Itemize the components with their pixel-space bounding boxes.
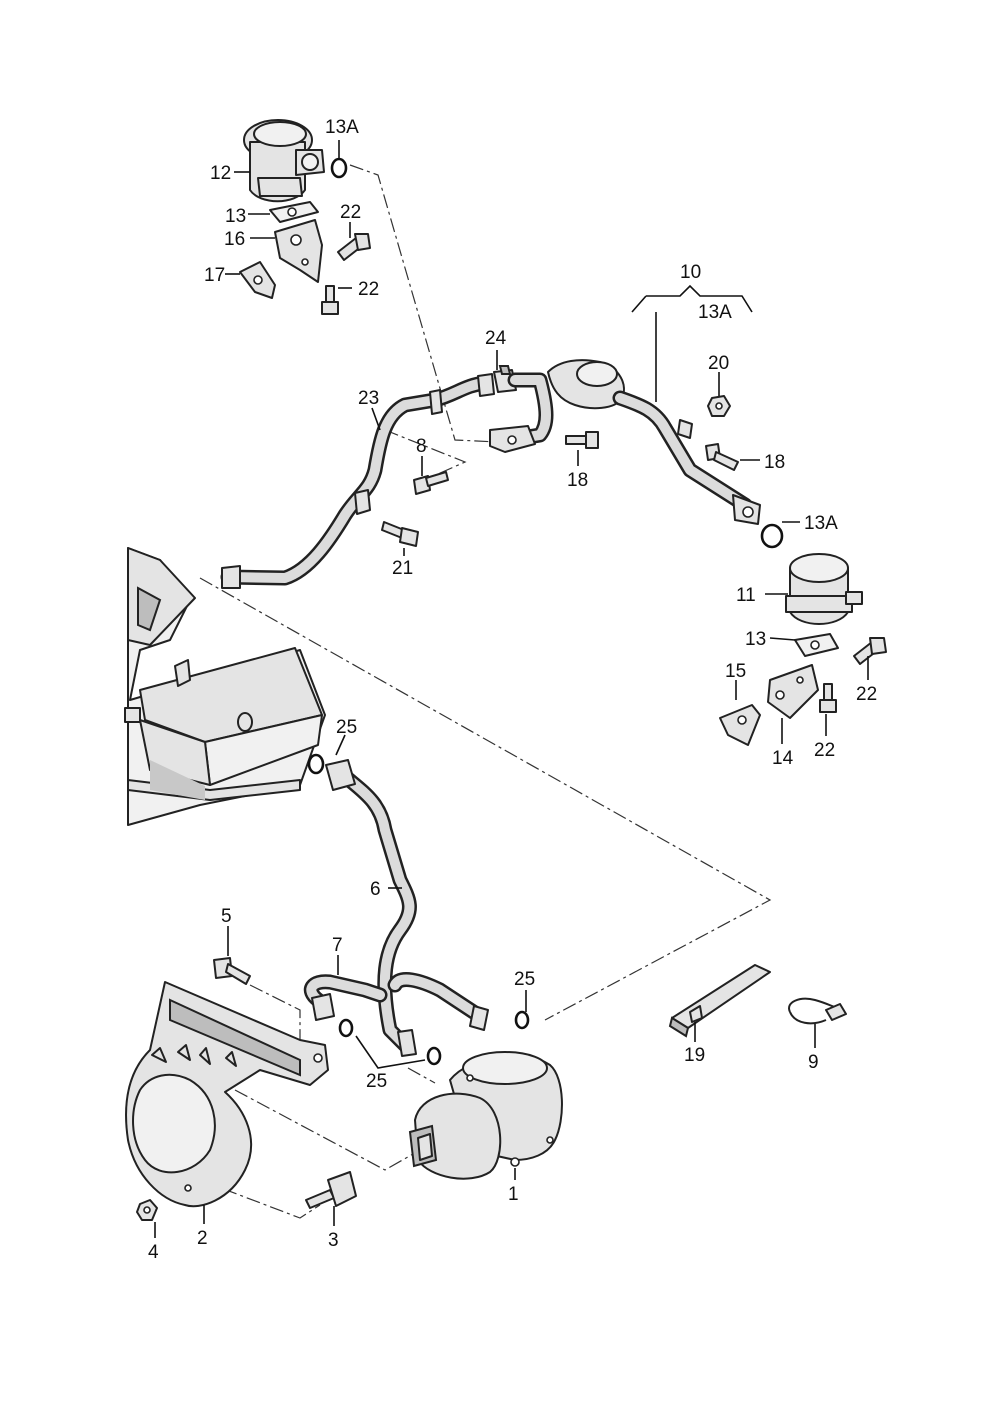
callout-21: 21 xyxy=(392,558,413,579)
callout-6: 6 xyxy=(370,879,381,900)
cable-tie-icon xyxy=(788,997,847,1025)
callout-15: 15 xyxy=(725,661,746,682)
gasket-icon xyxy=(794,633,839,657)
callout-18-right: 18 xyxy=(764,452,785,473)
secondary-air-pump-icon xyxy=(408,1051,563,1180)
callout-20: 20 xyxy=(708,353,729,374)
bolt-icon xyxy=(565,431,599,449)
o-ring-icon xyxy=(330,157,348,179)
bolt-icon xyxy=(321,285,339,315)
callout-25-top: 25 xyxy=(336,717,357,738)
hose-7 xyxy=(303,974,388,1021)
bolt-icon xyxy=(337,233,371,261)
callout-10: 10 xyxy=(680,262,701,283)
bracket-19-icon xyxy=(668,964,771,1038)
callout-1: 1 xyxy=(508,1184,519,1205)
callout-22-right2: 22 xyxy=(814,740,835,761)
gasket-17-icon xyxy=(239,261,276,299)
callout-19: 19 xyxy=(684,1045,705,1066)
callout-7: 7 xyxy=(332,935,343,956)
callout-18-mid: 18 xyxy=(567,470,588,491)
secondary-air-valve-icon xyxy=(785,553,863,625)
callout-12: 12 xyxy=(210,163,231,184)
callout-25-mid: 25 xyxy=(366,1071,387,1092)
bolt-icon xyxy=(213,957,251,985)
nut-icon xyxy=(136,1199,158,1221)
bolt-icon xyxy=(305,1171,357,1209)
o-ring-icon xyxy=(514,1010,530,1030)
bracket-icon xyxy=(767,664,819,719)
hose-6 xyxy=(325,759,489,1057)
callout-4: 4 xyxy=(148,1242,159,1263)
callout-13a-group: 13A xyxy=(698,302,732,323)
callout-25-bottom: 25 xyxy=(514,969,535,990)
secondary-air-valve-icon xyxy=(243,119,325,203)
air-intake-housing-icon xyxy=(124,547,326,826)
callout-22-right1: 22 xyxy=(856,684,877,705)
callout-23: 23 xyxy=(358,388,379,409)
o-ring-icon xyxy=(426,1046,442,1066)
callout-8: 8 xyxy=(416,436,427,457)
callout-11: 11 xyxy=(736,585,756,606)
gasket-15-icon xyxy=(719,704,761,746)
callout-16: 16 xyxy=(224,229,245,250)
o-ring-icon xyxy=(760,523,784,549)
callout-3: 3 xyxy=(328,1230,339,1251)
o-ring-icon xyxy=(338,1018,354,1038)
o-ring-icon xyxy=(307,753,325,775)
bolt-icon xyxy=(705,443,739,471)
callout-22-top2: 22 xyxy=(358,279,379,300)
callout-24: 24 xyxy=(485,328,507,349)
callout-2: 2 xyxy=(197,1228,208,1249)
callout-22-top1: 22 xyxy=(340,202,361,223)
leader-lines xyxy=(154,140,869,1238)
hose-clip-icon xyxy=(493,365,517,393)
bolt-icon xyxy=(853,637,887,665)
bolt-icon xyxy=(413,471,449,495)
bolt-icon xyxy=(819,683,837,713)
callout-13a-right: 13A xyxy=(804,513,838,534)
callout-13-top: 13 xyxy=(225,206,246,227)
bracket-icon xyxy=(274,219,323,283)
hose-23 xyxy=(220,373,495,589)
bracket-icon xyxy=(125,981,329,1208)
callout-5: 5 xyxy=(221,906,232,927)
gasket-icon xyxy=(269,201,319,223)
combination-pipe-10 xyxy=(489,359,761,525)
nut-icon xyxy=(707,395,731,417)
callout-17: 17 xyxy=(204,265,225,286)
callout-labels: 13A 12 13 22 16 17 22 10 13A 24 20 23 8 … xyxy=(148,117,877,1263)
callout-13-right: 13 xyxy=(745,629,766,650)
bolt-icon xyxy=(381,521,419,547)
callout-14: 14 xyxy=(772,748,794,769)
callout-13a-top: 13A xyxy=(325,117,359,138)
callout-9: 9 xyxy=(808,1052,819,1073)
